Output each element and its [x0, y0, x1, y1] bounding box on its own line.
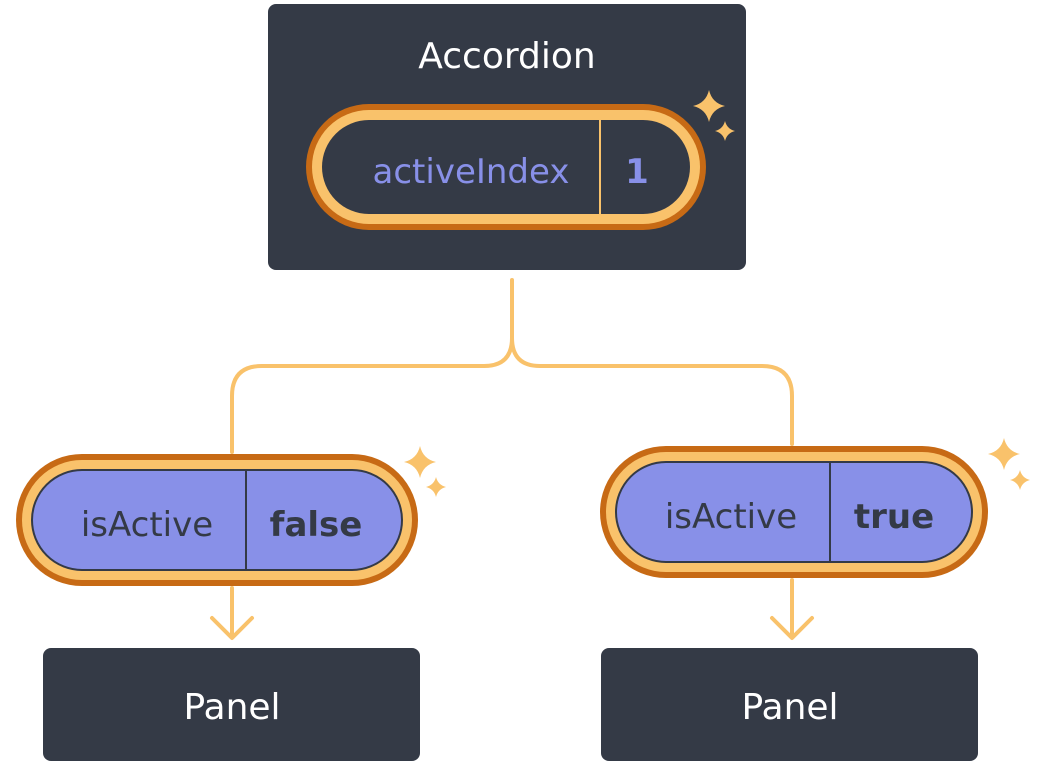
prop-name: isActive [665, 497, 797, 537]
child-node-title: Panel [183, 687, 280, 728]
sparkle-icon [404, 446, 446, 497]
arrow-heads [210, 616, 814, 640]
root-node-title: Accordion [418, 36, 595, 77]
arrow-down-icon [770, 616, 814, 640]
connector-root-stem [482, 278, 514, 368]
root-node: Accordion activeIndex 1 [268, 4, 746, 270]
connector-right-branch [510, 336, 794, 446]
prop-value: true [854, 497, 934, 537]
arrow-down-icon [210, 616, 254, 640]
state-value: 1 [625, 152, 649, 192]
child-node-box [43, 648, 420, 761]
child-node-right: Panel [601, 648, 978, 761]
child-node-left: Panel [43, 648, 420, 761]
connector-lines [230, 278, 794, 638]
prop-pill-right: isActive true [600, 438, 1030, 578]
prop-pill-left: isActive false [16, 446, 446, 586]
state-name: activeIndex [373, 152, 570, 192]
prop-name: isActive [81, 505, 213, 545]
connector-left-branch [230, 364, 486, 454]
state-pill-active-index: activeIndex 1 [306, 104, 706, 230]
prop-value: false [270, 505, 363, 545]
sparkle-icon [693, 90, 735, 141]
sparkle-icon [988, 438, 1030, 490]
child-node-box [601, 648, 978, 761]
child-node-title: Panel [741, 687, 838, 728]
